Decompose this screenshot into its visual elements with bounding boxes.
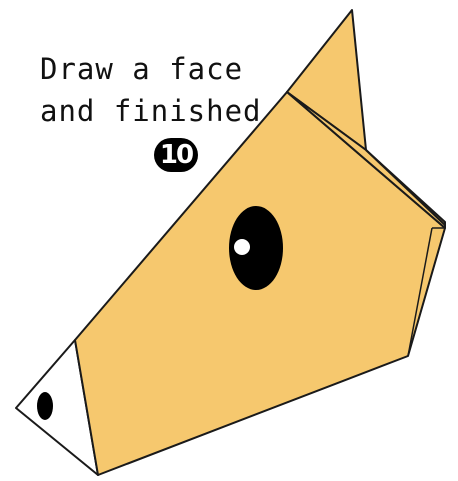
instruction-line-2: and finished (40, 90, 270, 132)
instruction-text: Draw a face and finished (40, 48, 270, 132)
step-number-badge: 10 (154, 138, 198, 172)
nostril (37, 392, 53, 420)
instruction-line-1: Draw a face (40, 48, 270, 90)
eye-highlight (234, 239, 250, 255)
